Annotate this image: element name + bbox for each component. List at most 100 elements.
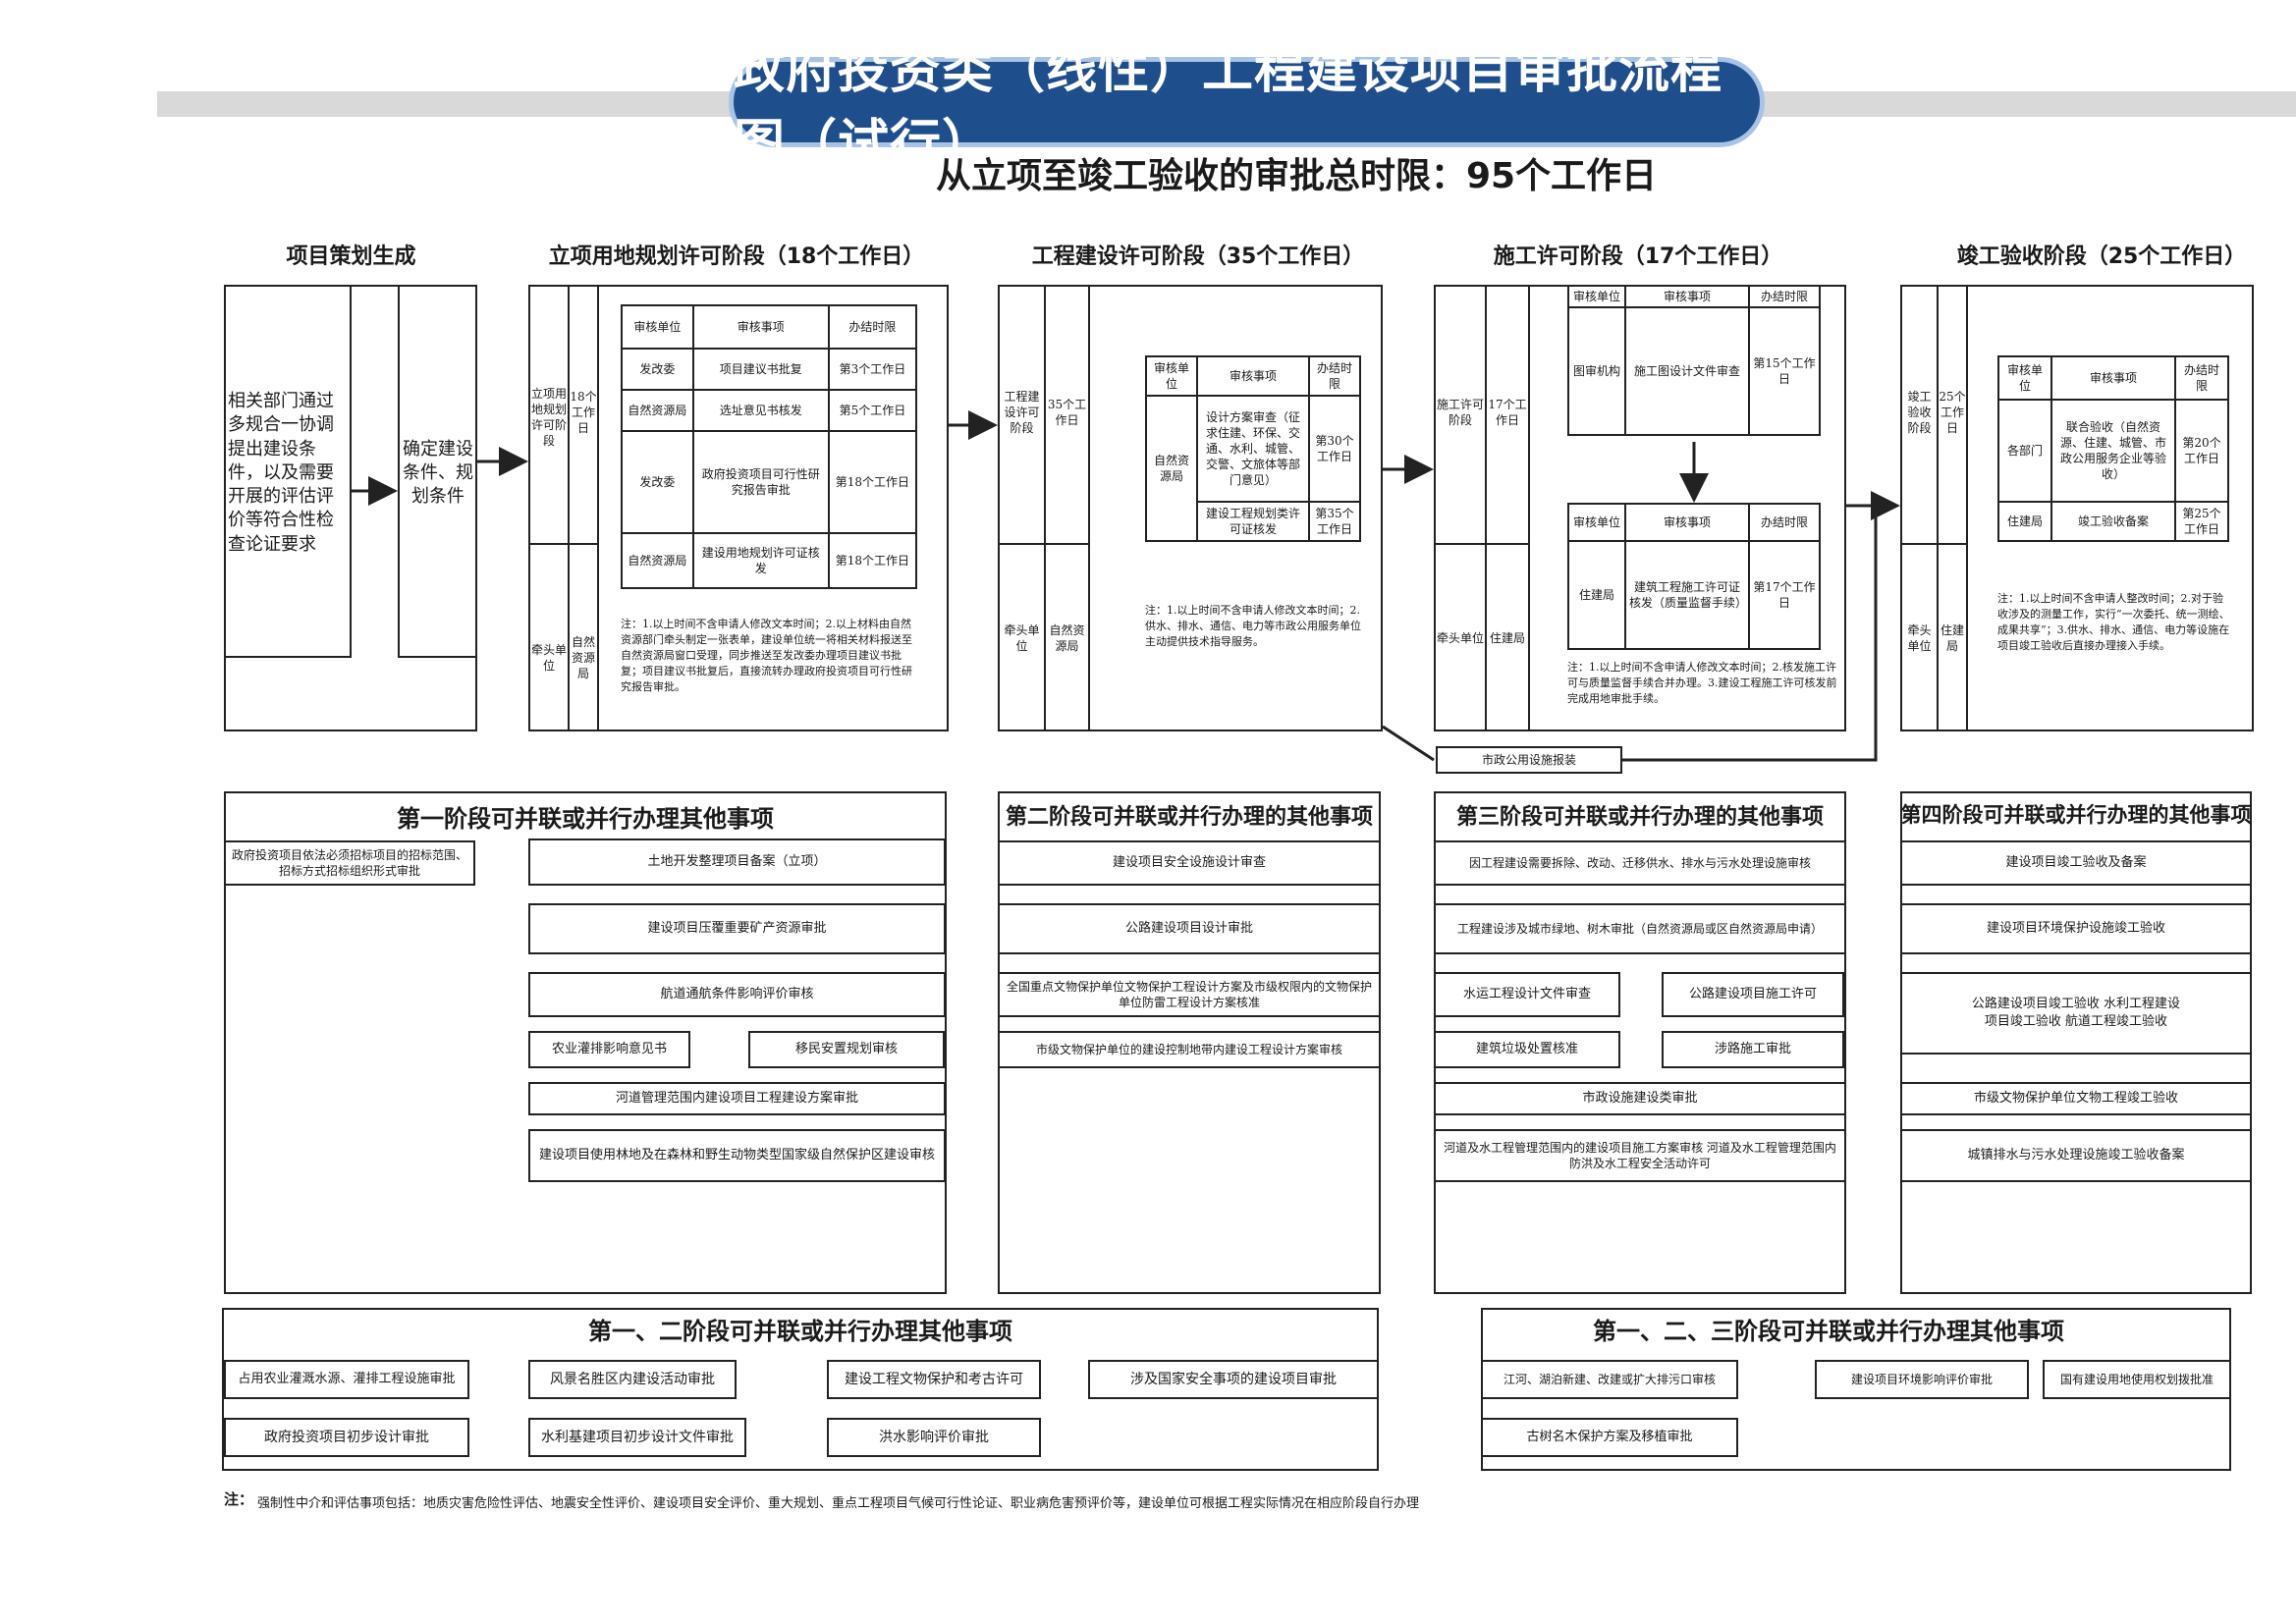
table-cell: 第18个工作日 <box>827 532 918 589</box>
table-cell: 第35个工作日 <box>1308 501 1361 542</box>
stage3-note: 注：1.以上时间不含申请人修改文本时间；2.核发施工许可与质量监督手续合并办理。… <box>1567 661 1837 705</box>
parallel3-item: 市政设施建设类审批 <box>1434 1082 1846 1115</box>
stage-heading-1: 立项用地规划许可阶段（18个工作日） <box>548 244 925 269</box>
parallel3-item: 因工程建设需要拆除、改动、迁移供水、排水与污水处理设施审核 <box>1434 840 1846 886</box>
table-cell: 第18个工作日 <box>827 430 918 534</box>
planning-result-box: 确定建设条件、规划条件 <box>398 285 477 658</box>
stage2-note: 注：1.以上时间不含申请人修改文本时间；2.供水、排水、通信、电力等市政公用服务… <box>1145 604 1361 648</box>
table-cell: 第17个工作日 <box>1748 540 1821 650</box>
table-cell: 图审机构 <box>1567 306 1626 437</box>
table-header: 办结时限 <box>1748 503 1821 542</box>
table-header: 办结时限 <box>1748 284 1821 309</box>
parallel2-item: 全国重点文物保护单位文物保护工程设计方案及市级权限内的文物保护单位防雷工程设计方… <box>998 972 1381 1017</box>
stage3-table-a: 审核单位审核事项办结时限 图审机构施工图设计文件审查第15个工作日 <box>1567 284 1821 437</box>
parallel12-item: 涉及国家安全事项的建设项目审批 <box>1088 1360 1379 1399</box>
parallel4-item: 市级文物保护单位文物工程竣工验收 <box>1900 1082 2252 1115</box>
stage2-lead-label: 牵头单位 <box>1004 622 1040 653</box>
table-cell: 竣工验收备案 <box>2050 501 2176 542</box>
footer-note-label: 注： <box>224 1490 254 1508</box>
table-cell: 建筑工程施工许可证核发（质量监督手续） <box>1624 540 1750 650</box>
stage2-divider-h <box>998 543 1090 545</box>
table-header: 办结时限 <box>1308 355 1361 397</box>
parallel123-item: 国有建设用地使用权划拨批准 <box>2043 1360 2231 1399</box>
table-cell: 住建局 <box>1997 501 2052 542</box>
stage1-divider-b <box>597 285 599 731</box>
parallel4-item: 城镇排水与污水处理设施竣工验收备案 <box>1900 1129 2252 1182</box>
stage2-divider-a <box>1044 285 1046 731</box>
table-header: 审核单位 <box>1567 284 1626 309</box>
stage2-divider-b <box>1088 285 1090 731</box>
table-header: 审核事项 <box>1624 503 1750 542</box>
parallel1-left-item: 政府投资项目依法必须招标项目的招标范围、招标方式招标组织形式审批 <box>224 840 475 886</box>
parallel3-item: 公路建设项目施工许可 <box>1662 972 1844 1017</box>
table-header: 审核单位 <box>1145 355 1198 397</box>
parallel4-item: 建设项目竣工验收及备案 <box>1900 840 2252 886</box>
parallel123-item: 古树名木保护方案及移植审批 <box>1481 1418 1738 1457</box>
stage3-table-b: 审核单位审核事项办结时限 住建局建筑工程施工许可证核发（质量监督手续）第17个工… <box>1567 503 1821 650</box>
parallel12-title: 第一、二阶段可并联或并行办理其他事项 <box>588 1318 1012 1345</box>
table-cell: 各部门 <box>1997 399 2052 503</box>
parallel2-title: 第二阶段可并联或并行办理的其他事项 <box>1005 805 1373 830</box>
stage-heading-planning: 项目策划生成 <box>286 244 416 269</box>
parallel2-item: 公路建设项目设计审批 <box>998 903 1381 954</box>
planning-desc: 相关部门通过多规合一协调提出建设条件，以及需要开展的评估评价等符合性检查论证要求 <box>228 390 334 555</box>
parallel4-item: 公路建设项目竣工验收 水利工程建设项目竣工验收 航道工程竣工验收 <box>1900 972 2252 1055</box>
stage3-lead-label: 牵头单位 <box>1436 630 1484 645</box>
parallel1-item: 土地开发整理项目备案（立项） <box>528 839 946 886</box>
stage4-lead: 住建局 <box>1940 622 1964 653</box>
stage4-lead-label: 牵头单位 <box>1907 622 1932 653</box>
planning-result: 确定建设条件、规划条件 <box>403 438 473 508</box>
parallel12-item: 水利基建项目初步设计文件审批 <box>528 1418 746 1457</box>
stage2-lead: 自然资源局 <box>1049 622 1085 653</box>
parallel3-item: 水运工程设计文件审查 <box>1434 972 1620 1017</box>
table-cell: 项目建议书批复 <box>691 348 830 391</box>
stage2-name: 工程建设许可阶段 <box>1004 389 1040 436</box>
stage1-lead: 自然资源局 <box>571 634 595 681</box>
parallel123-title: 第一、二、三阶段可并联或并行办理其他事项 <box>1593 1318 2064 1345</box>
table-cell: 第3个工作日 <box>827 348 918 391</box>
parallel12-item: 建设工程文物保护和考古许可 <box>827 1360 1041 1399</box>
parallel12-item: 洪水影响评价审批 <box>827 1418 1041 1457</box>
parallel1-item: 移民安置规划审核 <box>748 1031 945 1068</box>
stage4-divider-a <box>1937 285 1939 731</box>
parallel3-item: 涉路施工审批 <box>1662 1031 1844 1068</box>
stage-heading-4: 竣工验收阶段（25个工作日） <box>1956 244 2247 269</box>
parallel3-item: 河道及水工程管理范围内的建设项目施工方案审核 河道及水工程管理范围内防洪及水工程… <box>1434 1129 1846 1182</box>
arrow-utility-out <box>1622 506 1878 762</box>
stage1-name: 立项用地规划许可阶段 <box>530 386 567 449</box>
stage2-days: 35个工作日 <box>1047 397 1087 427</box>
stage3-divider-b <box>1528 285 1530 731</box>
parallel1-item: 航道通航条件影响评价审核 <box>528 972 946 1017</box>
parallel4-title: 第四阶段可并联或并行办理的其他事项 <box>1900 803 2252 827</box>
table-header: 办结时限 <box>827 304 918 350</box>
table-cell: 自然资源局 <box>621 532 694 589</box>
utility-application-box: 市政公用设施报装 <box>1436 746 1622 774</box>
table-cell: 第5个工作日 <box>827 389 918 432</box>
stage4-table: 审核单位审核事项办结时限 各部门联合验收（自然资源、住建、城管、市政公用服务企业… <box>1997 355 2229 542</box>
stage4-days: 25个工作日 <box>1939 389 1966 436</box>
parallel4-item: 建设项目环境保护设施竣工验收 <box>1900 903 2252 954</box>
table-header: 审核事项 <box>691 304 830 350</box>
table-cell: 建设工程规划类许可证核发 <box>1196 501 1310 542</box>
table-header: 审核单位 <box>1567 503 1626 542</box>
parallel12-item: 占用农业灌溉水源、灌排工程设施审批 <box>224 1360 469 1399</box>
parallel1-title: 第一阶段可并联或并行办理其他事项 <box>397 805 774 833</box>
stage3-divider-h <box>1434 543 1530 545</box>
table-cell: 选址意见书核发 <box>691 389 830 432</box>
parallel3-item: 建筑垃圾处置核准 <box>1434 1031 1620 1068</box>
parallel12-item: 风景名胜区内建设活动审批 <box>528 1360 737 1399</box>
stage-heading-2: 工程建设许可阶段（35个工作日） <box>1031 244 1365 269</box>
table-cell: 建设用地规划许可证核发 <box>691 532 830 589</box>
page-subtitle: 从立项至竣工验收的审批总时限：95个工作日 <box>935 156 1658 196</box>
stage4-divider-b <box>1966 285 1968 731</box>
table-header: 审核单位 <box>1997 355 2052 401</box>
arrow-utility-in <box>1382 725 1435 762</box>
stage1-divider-h <box>528 543 599 545</box>
parallel123-item: 江河、湖泊新建、改建或扩大排污口审核 <box>1481 1360 1738 1399</box>
table-cell: 第15个工作日 <box>1748 306 1821 437</box>
table-cell: 第25个工作日 <box>2174 501 2229 542</box>
parallel3-item: 工程建设涉及城市绿地、树木审批（自然资源局或区自然资源局申请） <box>1434 903 1846 954</box>
table-cell: 联合验收（自然资源、住建、城管、市政公用服务企业等验收） <box>2050 399 2176 503</box>
footer-note: 强制性中介和评估事项包括：地质灾害危险性评估、地震安全性评价、建设项目安全评价、… <box>257 1496 1420 1511</box>
